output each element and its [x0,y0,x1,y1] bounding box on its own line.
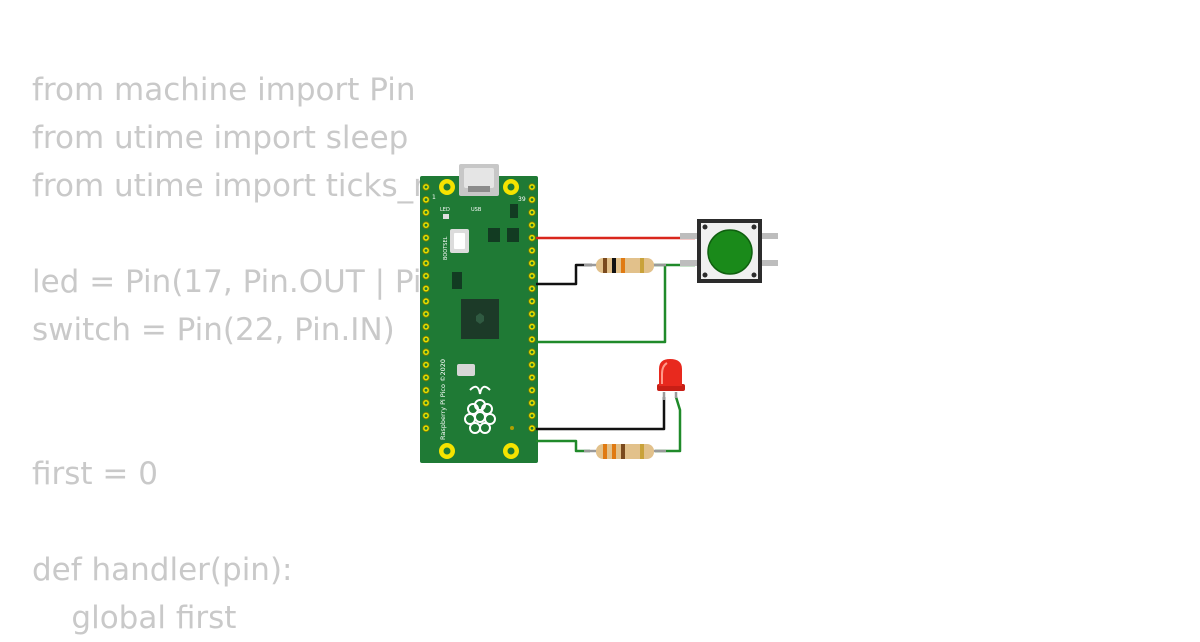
board-pin-right-hole [530,363,534,367]
board-pin-right-hole [530,185,534,189]
board-pin-right-hole [530,388,534,392]
code-editor[interactable]: from machine import Pin from utime import… [32,66,495,642]
onboard-led [443,214,449,219]
board-pin-right-hole [530,223,534,227]
board-pin-left-hole [424,338,428,341]
mounting-holes [439,179,519,459]
resistor-2[interactable] [584,444,666,459]
wire-black-led[interactable] [536,397,666,431]
board-pin-right-hole [530,287,534,290]
code-line: from utime import sleep [32,120,409,156]
board-pin-right-hole [530,274,534,278]
board-pin-left-hole [424,388,428,392]
wire-green-resistor[interactable] [536,439,590,453]
board-pin-left-hole [424,325,428,329]
bootsel-label: BOOTSEL [443,236,449,260]
code-line: from utime import ticks_ms [32,168,460,204]
bootsel-button[interactable] [450,229,469,253]
board-pin-right-hole [530,261,534,265]
board-pin-right-hole [530,338,534,341]
wire-green-button[interactable] [536,263,695,344]
board-pin-left-hole [424,261,428,265]
board-pin-right-hole [530,249,534,252]
board-pin-right-hole [530,426,534,430]
board-pin-right-hole [530,299,534,303]
board-pin-left-hole [424,299,428,303]
board-pin-left-hole [424,211,428,214]
board-pin-left-hole [424,223,428,227]
chip-regulator [488,228,500,242]
board-pin-right-hole [530,414,534,417]
board-pin-right-hole [530,325,534,329]
board-pin-left-hole [424,236,428,240]
board-pin-left-hole [424,274,428,278]
pins-right [528,183,536,432]
code-line: first = 0 [32,456,158,492]
board-pin-left-hole [424,376,428,379]
test-pad [457,364,475,376]
board-pin-left-hole [424,312,428,316]
pin-label-39: 39 [518,196,526,203]
chip-small [510,204,518,218]
board-pin-left-hole [424,414,428,417]
board-pin-right-hole [530,350,534,354]
board-pin-right-hole [530,312,534,316]
code-line: from machine import Pin [32,72,416,108]
led-label: LED [440,207,450,213]
usb-label: USB [471,207,482,213]
board-pin-right-hole [530,376,534,379]
resistor-1[interactable] [584,258,666,273]
code-line: def handler(pin): [32,552,293,588]
pins-left [422,183,430,432]
code-line: switch = Pin(22, Pin.IN) [32,312,395,348]
board-pin-left-hole [424,426,428,430]
board-pin-left-hole [424,185,428,189]
wire-green-led[interactable] [655,396,682,453]
raspberry-pi-logo [464,385,496,434]
board-pin-left-hole [424,249,428,252]
debug-pad [510,426,514,430]
chip-crystal [507,228,519,242]
board-pin-left-hole [424,198,428,202]
board-pin-left-hole [424,363,428,367]
board-pin-right-hole [530,211,534,214]
red-led[interactable] [657,359,685,400]
board-pin-left-hole [424,401,428,405]
board-name-label: Raspberry Pi Pico ©2020 [439,359,447,440]
pin-label-1: 1 [432,194,436,201]
board-pin-right-hole [530,401,534,405]
rp2040-chip [461,299,499,339]
push-button[interactable] [680,219,778,283]
chip-flash [452,272,462,289]
wire-black-resistor[interactable] [536,263,592,286]
pico-board[interactable]: 1 39 USB LED BOOTSEL Raspberry Pi Pico ©… [420,164,538,463]
board-pin-left-hole [424,287,428,290]
board-pin-right-hole [530,198,534,202]
usb-connector [459,164,499,196]
board-pin-left-hole [424,350,428,354]
board-pin-right-hole [530,236,534,240]
